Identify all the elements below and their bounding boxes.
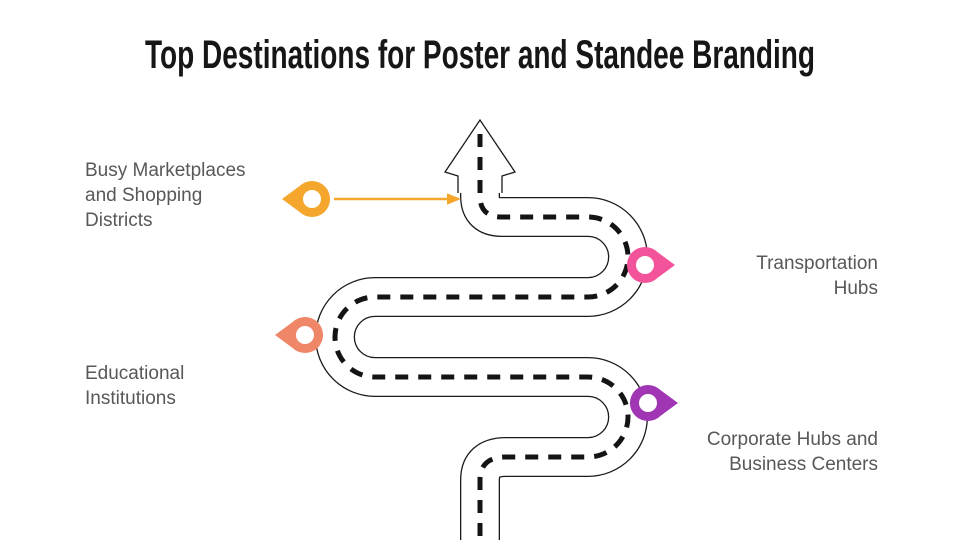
label-educational-institutions: Educational Institutions: [85, 363, 185, 409]
road-arrow-up-icon: [443, 118, 517, 193]
road-center-dashes: [332, 134, 631, 540]
label-busy-marketplaces: Busy Marketplaces and Shopping Districts: [85, 160, 246, 231]
page-title: Top Destinations for Poster and Standee …: [144, 33, 815, 77]
label-transportation-hubs: Transportation Hubs: [756, 253, 878, 299]
road-path: [315, 118, 648, 540]
pin-hole: [296, 326, 314, 344]
connector-arrowhead-icon: [447, 193, 461, 205]
pin-hole: [636, 256, 654, 274]
transportation-pin-icon: [626, 247, 675, 283]
label-corporate-hubs: Corporate Hubs and Business Centers: [706, 429, 878, 475]
pin-hole: [639, 394, 657, 412]
marketplaces-pin-icon: [282, 181, 331, 217]
pin-hole: [303, 190, 321, 208]
connector-arrow: [334, 193, 461, 205]
education-pin-icon: [275, 317, 324, 353]
corporate-pin-icon: [629, 385, 678, 421]
